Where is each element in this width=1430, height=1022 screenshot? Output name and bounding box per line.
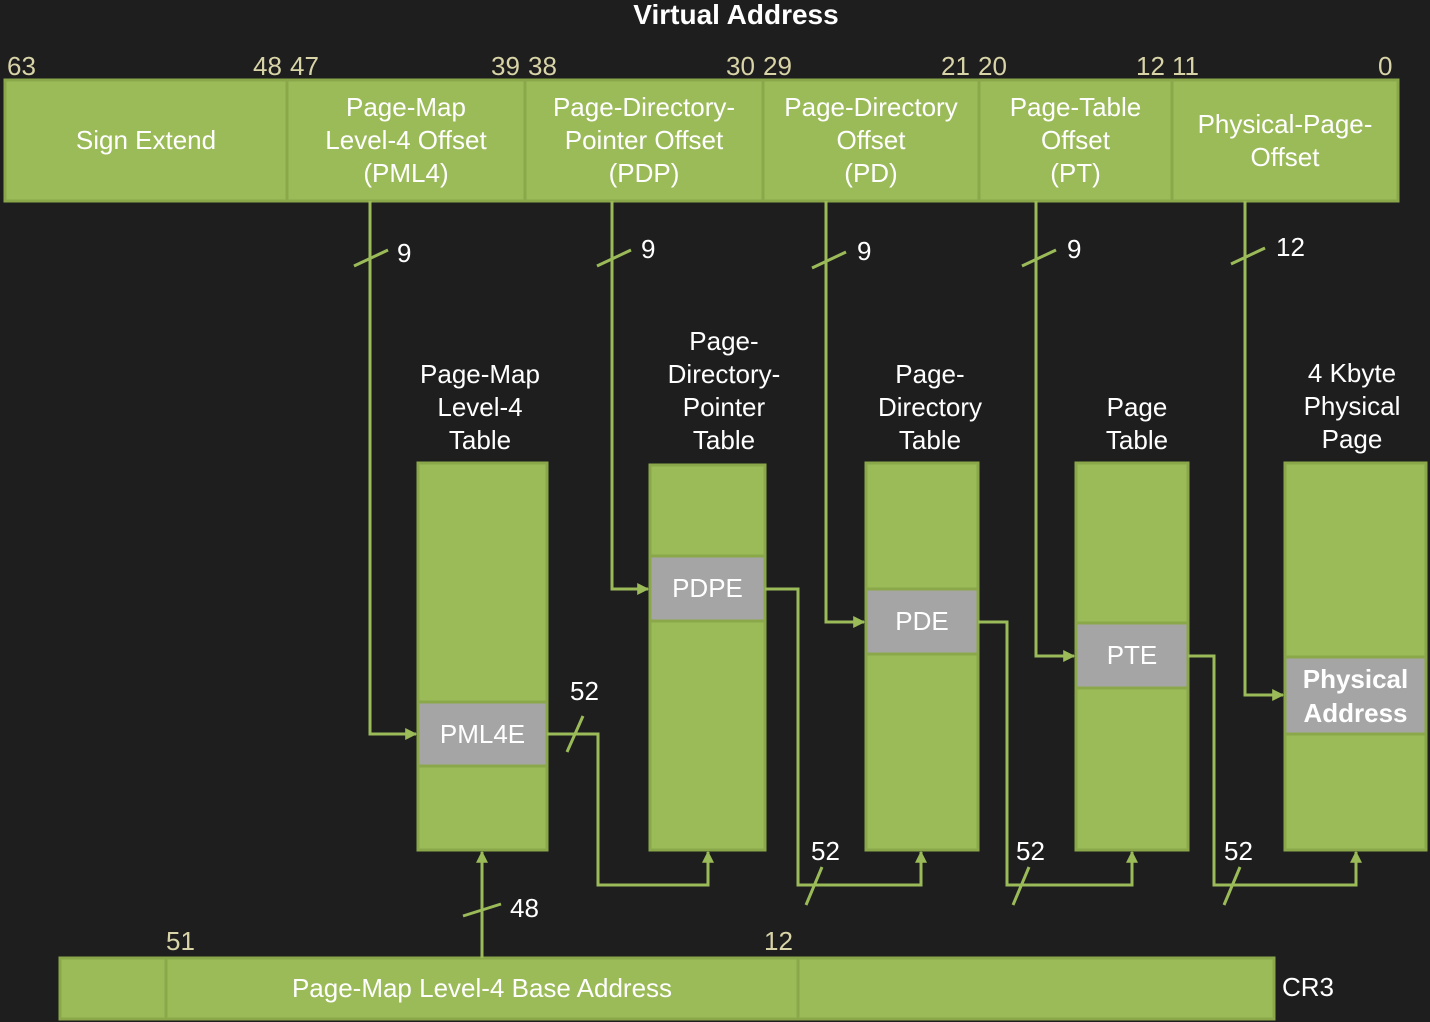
field-label: Sign Extend (75, 125, 217, 155)
field-label: Page-Directory Offset (PD) (784, 92, 958, 188)
bit-label: 21 (941, 51, 970, 81)
pml4e-entry: PML4E (418, 702, 547, 766)
bit-label: 48 (253, 51, 282, 81)
pointer-width-label: 52 (1016, 836, 1045, 866)
entry-label: PML4E (439, 718, 526, 749)
pointer-width-label: 52 (570, 676, 599, 706)
table-box (416, 461, 549, 852)
bus-width-tick (596, 248, 632, 268)
bus-width-tick (1011, 866, 1031, 906)
entry-label: Physical Address (1302, 663, 1409, 728)
pml4e-pointer-wire (547, 732, 714, 887)
cr3-field-label: Page-Map Level-4 Base Address (291, 973, 673, 1003)
virtual-address-field-box (761, 78, 981, 203)
cr3-box-left (58, 956, 168, 1021)
bit-label: 0 (1378, 51, 1393, 81)
pointer-width-label: 52 (1224, 836, 1253, 866)
bus-width-tick (811, 250, 847, 270)
page-offset-wire (1243, 201, 1285, 701)
pdpe-pointer-wire (765, 587, 927, 887)
bus-width-tick (565, 715, 585, 753)
virtual-address-field-box (285, 78, 527, 203)
field-pd-offset: Page-Directory Offset (PD) (763, 80, 979, 201)
table-title-pd: Page- Directory Table (877, 359, 982, 455)
bit-label: 63 (7, 51, 36, 81)
cr3-box-right (796, 956, 1276, 1021)
bit-label: 30 (726, 51, 755, 81)
table-title-pt: Page Table (1105, 392, 1169, 455)
bus-width-tick (462, 902, 502, 918)
offset-width-label: 9 (1067, 234, 1082, 264)
field-label: Page-Map Level-4 Offset (PML4) (325, 92, 487, 188)
field-label: Page-Directory- Pointer Offset (PDP) (552, 92, 736, 188)
virtual-address-field-box (977, 78, 1174, 203)
cr3-box-base (164, 956, 800, 1021)
field-pml4-offset: Page-Map Level-4 Offset (PML4) (287, 80, 525, 201)
virtual-address-title: Virtual Address (633, 0, 839, 30)
offset-width-label: 12 (1276, 232, 1305, 262)
offset-width-label: 9 (641, 234, 656, 264)
bit-label: 12 (1136, 51, 1165, 81)
pde-pointer-wire (978, 620, 1138, 887)
field-pdp-offset: Page-Directory- Pointer Offset (PDP) (525, 80, 763, 201)
bit-label: 20 (978, 51, 1007, 81)
table-box (864, 461, 980, 852)
field-sign-extend: Sign Extend (5, 80, 287, 201)
table-entry-box (1283, 655, 1428, 736)
bus-width-tick (1021, 248, 1057, 268)
offset-width-label: 9 (857, 236, 872, 266)
table-title-physical-page: 4 Kbyte Physical Page (1303, 358, 1401, 454)
table-title-pdp: Page- Directory- Pointer Table (667, 326, 781, 455)
bus-width-tick (1222, 866, 1242, 906)
cr3-register-name: CR3 (1282, 972, 1335, 1002)
entry-label: PDE (895, 606, 949, 636)
bit-label: 11 (1172, 51, 1199, 81)
physical-address-entry: Physical Address (1285, 657, 1426, 734)
cr3-width-label: 48 (510, 893, 539, 923)
table-entry-box (648, 554, 767, 623)
virtual-address-field-box (3, 78, 289, 203)
table-title-pml4: Page-Map Level-4 Table (420, 359, 540, 455)
pte-entry: PTE (1076, 623, 1188, 688)
bus-width-tick (353, 248, 389, 268)
pml4-offset-wire (368, 201, 418, 740)
cr3-bit-low: 12 (764, 926, 793, 956)
cr3-base-address-field: Page-Map Level-4 Base Address (166, 958, 798, 1019)
field-pt-offset: Page-Table Offset (PT) (979, 80, 1172, 201)
bus-width-tick (804, 866, 824, 906)
field-physical-page-offset: Physical-Page- Offset (1172, 80, 1398, 201)
table-entry-box (864, 587, 980, 656)
cr3-bit-high: 51 (166, 926, 195, 956)
entry-label: PDPE (672, 573, 743, 603)
pte-pointer-wire (1188, 654, 1362, 887)
pt-offset-wire (1034, 201, 1076, 662)
bit-label: 29 (763, 51, 792, 81)
offset-width-label: 9 (397, 238, 412, 268)
pd-offset-wire (824, 201, 866, 628)
table-box (648, 463, 767, 852)
field-label: Page-Table Offset (PT) (1009, 92, 1142, 188)
entry-label: PTE (1106, 640, 1158, 670)
pde-entry: PDE (866, 589, 978, 654)
bit-label: 39 (491, 51, 520, 81)
bit-label: 47 (290, 51, 319, 81)
bus-width-tick (1230, 246, 1266, 266)
pdp-offset-wire (610, 201, 650, 595)
bit-label: 38 (528, 51, 557, 81)
pointer-width-label: 52 (811, 836, 840, 866)
pdpe-entry: PDPE (650, 556, 765, 621)
field-label: Physical-Page- Offset (1197, 108, 1373, 172)
virtual-address-field-box (523, 78, 765, 203)
